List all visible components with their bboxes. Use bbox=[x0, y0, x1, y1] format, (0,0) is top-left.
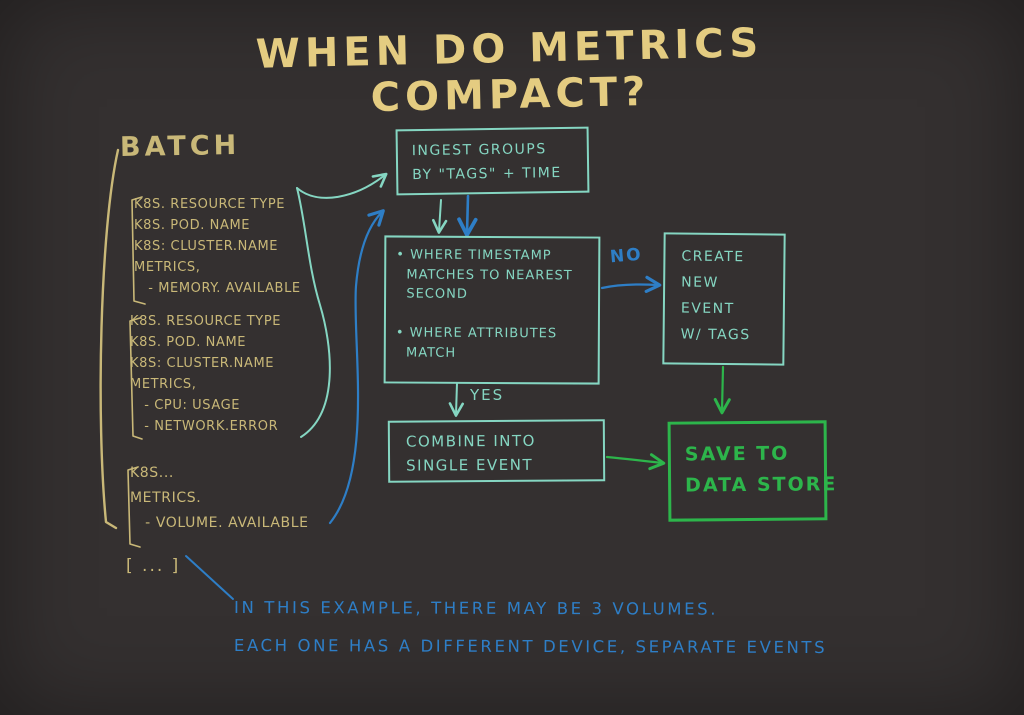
batch-label: BATCH bbox=[119, 129, 241, 164]
bracket-group-3 bbox=[127, 466, 141, 548]
save-to-datastore-node: SAVE TO DATA STORE bbox=[667, 420, 837, 522]
bracket-group-2 bbox=[129, 317, 143, 440]
batch-ellipsis: [ ... ] bbox=[126, 556, 181, 576]
volumes-example-note: IN THIS EXAMPLE, THERE MAY BE 3 VOLUMES.… bbox=[233, 597, 828, 658]
arrow-ingest-to-match-teal bbox=[432, 199, 448, 234]
combine-into-single-event-node: COMBINE INTO SINGLE EVENT bbox=[387, 419, 606, 483]
arrow-groups-to-ingest bbox=[296, 172, 388, 199]
squiggle-groups-to-ingest bbox=[296, 187, 331, 438]
bracket-group-1 bbox=[131, 196, 146, 305]
batch-group-cpu-network: K8S. RESOURCE TYPE K8S. POD. NAME K8S: C… bbox=[130, 314, 282, 434]
note-connector bbox=[185, 555, 234, 600]
arrow-volume-to-match bbox=[328, 209, 385, 525]
arrow-combine-to-save bbox=[605, 453, 666, 471]
create-new-event-node: CREATE NEW EVENT W/ TAGS bbox=[662, 232, 786, 366]
arrow-ingest-to-match-blue bbox=[457, 194, 478, 237]
batch-group-memory: K8S. RESOURCE TYPE K8S. POD. NAME K8S: C… bbox=[134, 197, 301, 296]
page-title: WHEN DO METRICS COMPACT? bbox=[255, 20, 764, 122]
bracket-batch bbox=[99, 148, 120, 530]
arrow-create-to-save bbox=[713, 365, 731, 415]
arrow-no-match-to-create bbox=[600, 275, 662, 293]
match-conditions-node: • WHERE TIMESTAMP MATCHES TO NEAREST SEC… bbox=[383, 235, 601, 385]
no-branch-label: NO bbox=[609, 244, 644, 268]
yes-branch-label: YES bbox=[470, 386, 505, 404]
arrow-yes-match-to-combine bbox=[448, 382, 465, 417]
ingest-groups-node: INGEST GROUPS BY "TAGS" + TIME bbox=[395, 126, 590, 196]
batch-group-volume: K8S... METRICS. - VOLUME. AVAILABLE bbox=[130, 465, 309, 531]
